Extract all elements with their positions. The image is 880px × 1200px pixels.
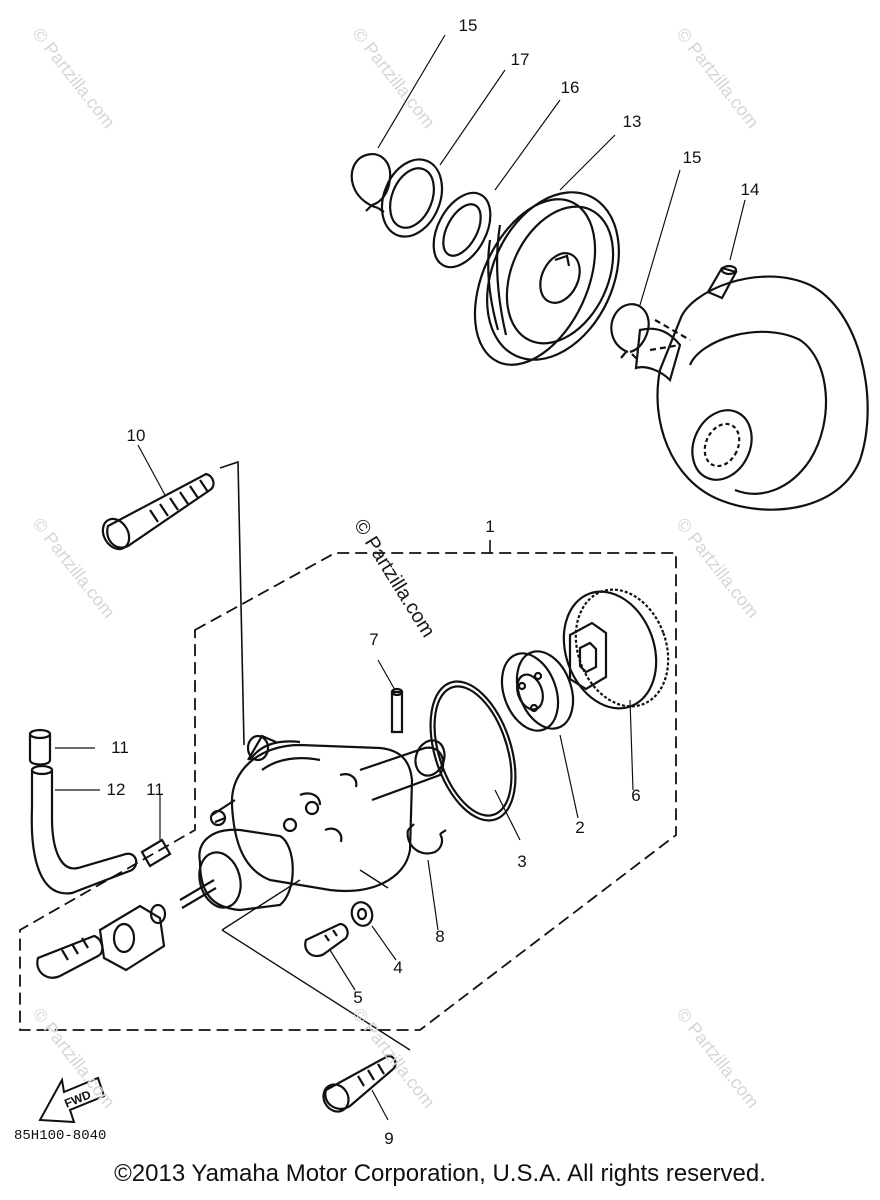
callout-8: 8 xyxy=(435,927,445,946)
hose-12 xyxy=(30,764,138,895)
bolt-9 xyxy=(322,1054,397,1113)
crank-web xyxy=(634,275,869,511)
callout-11-mid: 11 xyxy=(146,780,164,799)
sleeve-11-top xyxy=(28,728,52,766)
sleeve-11-mid xyxy=(140,838,172,868)
leader-line-10 xyxy=(219,460,245,746)
bolt-10 xyxy=(101,472,215,551)
washer-small xyxy=(149,903,167,925)
washer-4 xyxy=(350,901,374,927)
clip-8 xyxy=(406,823,447,855)
circlip-15-top xyxy=(350,152,392,213)
o-ring-3 xyxy=(429,680,517,822)
callout-3: 3 xyxy=(517,852,527,871)
callout-4: 4 xyxy=(393,958,403,977)
forward-arrow-icon xyxy=(38,1076,106,1124)
pin-7 xyxy=(390,687,404,734)
callout-17: 17 xyxy=(510,50,530,69)
ring-16 xyxy=(432,191,492,269)
screw-5 xyxy=(304,922,349,958)
callout-5: 5 xyxy=(353,988,363,1007)
callout-1: 1 xyxy=(485,517,495,536)
bearing-2 xyxy=(500,650,575,732)
gear-6 xyxy=(562,588,670,710)
callout-15-top: 15 xyxy=(458,16,478,35)
callout-6: 6 xyxy=(631,786,641,805)
pin-14 xyxy=(706,264,738,300)
circlip-15-right xyxy=(610,303,650,360)
part-code: 85H100-8040 xyxy=(14,1128,107,1144)
callout-11-top: 11 xyxy=(111,738,129,757)
callout-7: 7 xyxy=(369,630,379,649)
banjo-bolt xyxy=(36,934,104,979)
callout-13: 13 xyxy=(622,112,642,131)
callout-14: 14 xyxy=(740,180,760,199)
callout-9: 9 xyxy=(384,1129,394,1148)
washer-17 xyxy=(380,158,444,238)
callout-12: 12 xyxy=(106,780,126,799)
callout-10: 10 xyxy=(126,426,146,445)
copyright-notice: ©2013 Yamaha Motor Corporation, U.S.A. A… xyxy=(114,1160,766,1187)
nut xyxy=(98,904,166,972)
callout-2: 2 xyxy=(575,818,585,837)
callout-15-right: 15 xyxy=(682,148,702,167)
gear-13 xyxy=(473,191,620,366)
oil-pump-body xyxy=(179,734,446,912)
callout-16: 16 xyxy=(560,78,580,97)
